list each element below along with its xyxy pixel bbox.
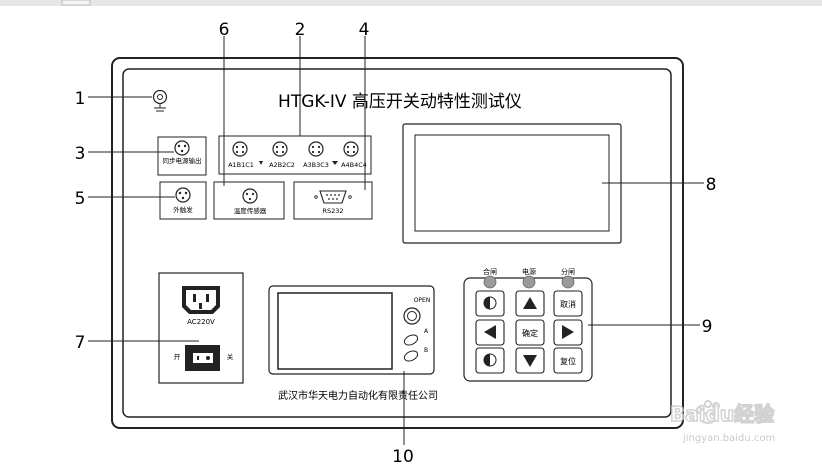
fracture-label-3: A3B3C3 xyxy=(303,161,329,169)
paw-logo-icon xyxy=(696,400,720,424)
printer-window xyxy=(414,134,610,232)
cancel-button[interactable]: 取消 xyxy=(553,290,583,317)
left-arrow-icon xyxy=(484,325,496,339)
watermark-url: jingyan.baidu.com xyxy=(682,433,775,444)
cancel-label: 取消 xyxy=(560,299,576,309)
right-arrow-button[interactable] xyxy=(553,319,583,346)
power-switch[interactable] xyxy=(185,345,220,371)
close-led xyxy=(483,275,497,289)
callout-1: 1 xyxy=(75,89,86,109)
sync-power-box xyxy=(157,136,207,176)
callout-7: 7 xyxy=(75,333,86,353)
ground-arrow-icon xyxy=(259,161,263,165)
sync-power-connector-icon xyxy=(174,140,190,156)
open-knob[interactable] xyxy=(403,307,421,325)
power-on-label: 开 xyxy=(174,353,181,361)
indicator-b-label: B xyxy=(424,347,428,354)
baidu-watermark: Baidu经验 jingyan.baidu.com xyxy=(669,400,775,444)
contrast-up-button[interactable] xyxy=(475,290,505,317)
fracture-label-4: A4B4C4 xyxy=(341,161,367,169)
fracture-connector-3-icon xyxy=(308,141,324,157)
indicator-a xyxy=(403,334,419,346)
ground-arrow-icon xyxy=(332,161,338,165)
callout-5: 5 xyxy=(75,189,86,209)
confirm-label: 确定 xyxy=(522,328,538,338)
callout-3: 3 xyxy=(75,144,86,164)
open-led xyxy=(561,275,575,289)
down-arrow-icon xyxy=(523,355,537,367)
temp-sensor-connector-icon xyxy=(242,188,258,204)
reset-button[interactable]: 复位 xyxy=(553,347,583,374)
down-arrow-button[interactable] xyxy=(515,347,545,374)
ext-trigger-label: 外触发 xyxy=(173,205,193,214)
callout-lines xyxy=(88,36,704,445)
callout-10: 10 xyxy=(392,447,414,467)
fracture-label-1: A1B1C1 xyxy=(228,161,254,169)
callout-9: 9 xyxy=(702,317,713,337)
fracture-connector-2-icon xyxy=(272,141,288,157)
power-led xyxy=(522,275,536,289)
ext-trigger-connector-icon xyxy=(175,187,191,203)
callout-2: 2 xyxy=(295,20,306,40)
open-label: OPEN xyxy=(414,297,431,304)
temp-sensor-box xyxy=(213,181,285,220)
watermark-brand: Baidu经验 xyxy=(670,402,774,426)
temp-sensor-label: 温度传感器 xyxy=(234,206,267,215)
power-socket-icon xyxy=(182,286,220,314)
top-strip xyxy=(0,0,822,6)
power-indicator-label: 电源 xyxy=(522,267,536,276)
callout-4: 4 xyxy=(359,20,370,40)
callout-8: 8 xyxy=(706,175,717,195)
indicator-a-label: A xyxy=(424,328,429,335)
up-arrow-button[interactable] xyxy=(515,290,545,317)
rs232-port-icon xyxy=(314,190,352,204)
power-off-label: 关 xyxy=(227,352,234,361)
reset-label: 复位 xyxy=(560,356,576,366)
ext-trigger-box xyxy=(159,181,207,220)
callout-6: 6 xyxy=(219,20,230,40)
lcd-screen xyxy=(277,292,393,370)
right-arrow-icon xyxy=(562,325,574,339)
indicator-b xyxy=(403,350,419,362)
rs232-label: RS232 xyxy=(322,207,343,215)
confirm-button[interactable]: 确定 xyxy=(515,319,545,346)
fracture-label-2: A2B2C2 xyxy=(269,161,295,169)
up-arrow-icon xyxy=(523,297,537,309)
power-rating-label: AC220V xyxy=(187,318,215,326)
close-indicator-label: 合闸 xyxy=(483,267,497,276)
left-arrow-button[interactable] xyxy=(475,319,505,346)
fracture-connector-1-icon xyxy=(232,141,248,157)
device-title: HTGK-IV 高压开关动特性测试仪 xyxy=(278,92,522,112)
fracture-connector-4-icon xyxy=(343,141,359,157)
contrast-down-button[interactable] xyxy=(475,347,505,374)
top-tab xyxy=(61,0,91,6)
company-name: 武汉市华天电力自动化有限责任公司 xyxy=(278,389,438,402)
sync-power-label: 同步电源输出 xyxy=(163,156,202,165)
ground-terminal-icon xyxy=(152,89,168,112)
open-indicator-label: 分闸 xyxy=(561,267,575,276)
